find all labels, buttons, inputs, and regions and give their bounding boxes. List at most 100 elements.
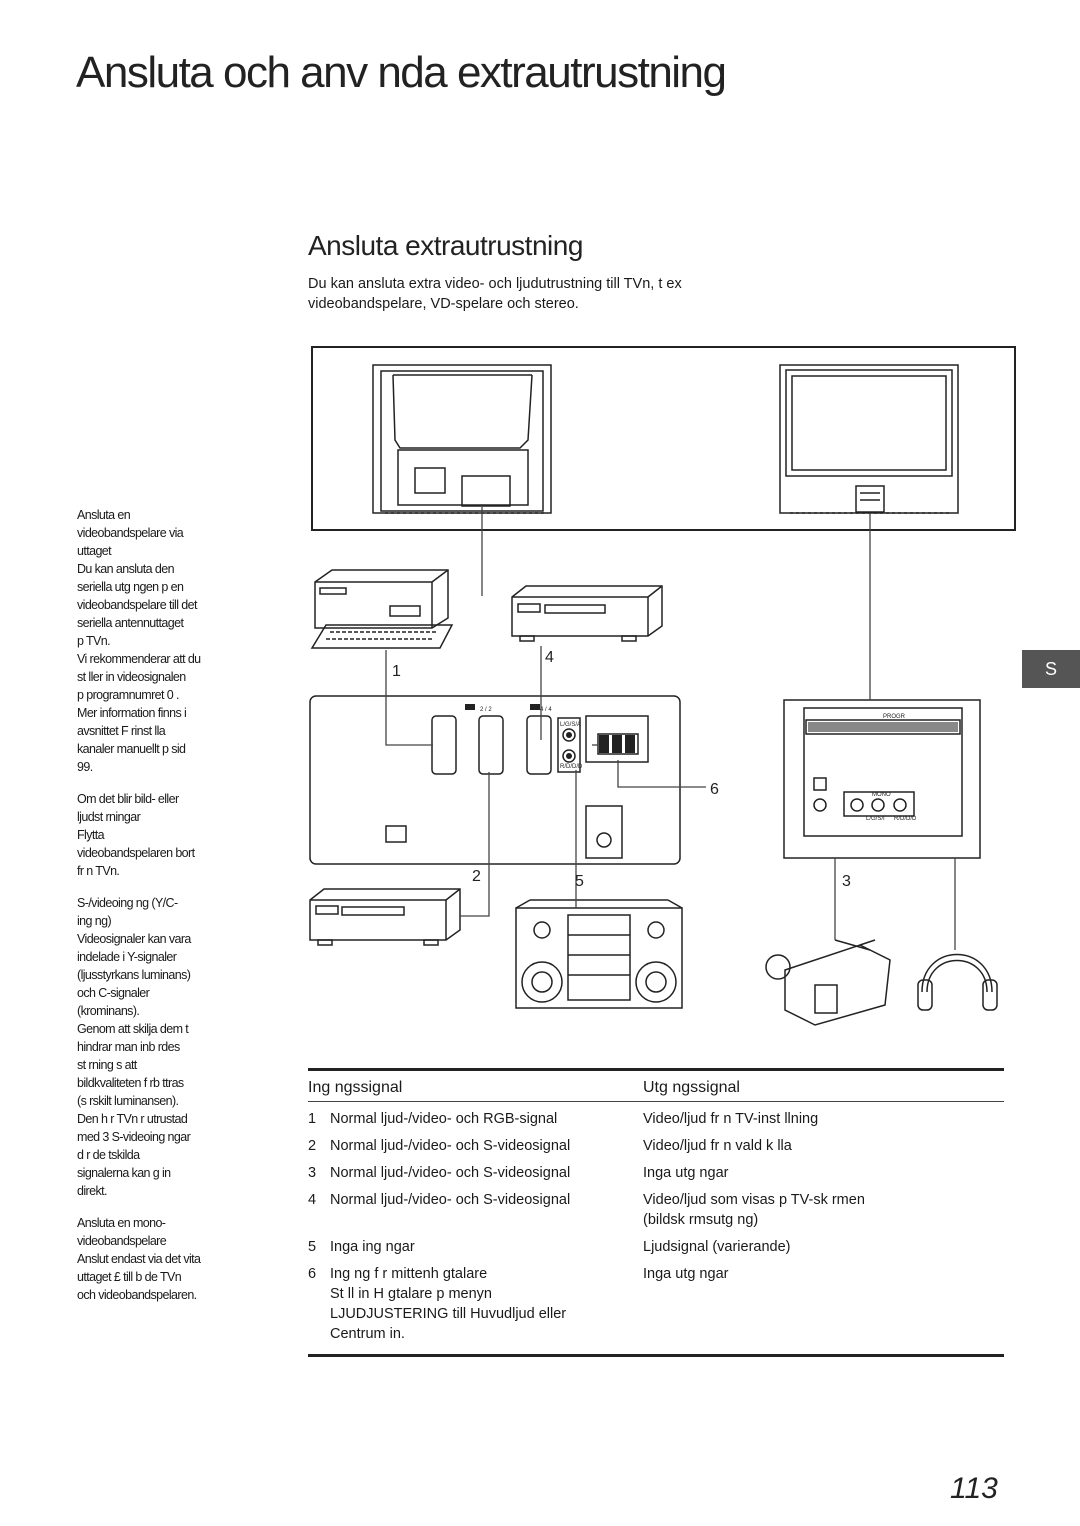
output-signal-cell: Video/ljud fr n vald k lla (643, 1136, 1003, 1156)
page-number: 113 (950, 1472, 998, 1505)
sidebar-notes: Ansluta en videobandspelare via uttaget Du … (77, 506, 227, 1318)
note-line: med 3 S-videoing ngar (77, 1130, 191, 1144)
table-bottom-rule (308, 1354, 1004, 1357)
cell-line: Normal ljud-/video- och S-videosignal (330, 1138, 571, 1154)
note-line: S-/videoing ng (Y/C- (77, 896, 178, 910)
cell-line: Normal ljud-/video- och RGB-signal (330, 1111, 558, 1127)
note-line: Vi rekommenderar att du (77, 652, 201, 666)
note-line: kanaler manuellt p sid (77, 742, 186, 756)
intro-line: videobandspelare, VD-spelare och stereo. (308, 296, 579, 312)
note-line: Den h r TVn r utrustad (77, 1112, 188, 1126)
row-number: 3 (308, 1165, 317, 1181)
note-line: Videosignaler kan vara (77, 932, 191, 946)
table-header: Ing ngssignal Utg ngssignal (308, 1071, 1004, 1101)
note-line: Ansluta en mono- (77, 1216, 166, 1230)
note-vcr-connection: Ansluta en videobandspelare via uttaget Du … (77, 506, 227, 776)
panel-label-av4: 4 / 4 (540, 707, 552, 713)
diagram-numbers: 1 2 3 4 5 6 (392, 649, 851, 890)
row-number: 2 (308, 1138, 317, 1154)
cell-line: LJUDJUSTERING till Huvudljud eller (330, 1306, 567, 1322)
note-line: bildkvaliteten f rb ttras (77, 1076, 184, 1090)
table-row: 2 Normal ljud-/video- och S-videosignal Vi… (308, 1136, 1004, 1156)
note-line: hindrar man inb rdes (77, 1040, 180, 1054)
label-5: 5 (575, 873, 584, 890)
row-number: 4 (308, 1192, 317, 1208)
note-line: och C-signaler (77, 986, 150, 1000)
note-line: Flytta (77, 828, 105, 842)
note-line: signalerna kan g in (77, 1166, 171, 1180)
note-line: st ller in videosignalen (77, 670, 186, 684)
note-line: videobandspelaren bort (77, 846, 195, 860)
intro-line: Du kan ansluta extra video- och ljudutru… (308, 276, 682, 292)
input-signal-cell: Normal ljud-/video- och S-videosignal (330, 1136, 643, 1156)
note-line: direkt. (77, 1184, 107, 1198)
note-line: uttaget £ till b de TVn (77, 1270, 182, 1284)
note-line: Genom att skilja dem t (77, 1022, 189, 1036)
panel-label-right: R/D/D/D (560, 764, 583, 770)
tv-front-illustration (779, 364, 959, 514)
label-2: 2 (472, 868, 481, 885)
note-line: Ansluta en (77, 508, 131, 522)
note-line: seriella utg ngen p en (77, 580, 184, 594)
page-title: Ansluta och anv nda extrautrustning (76, 48, 727, 97)
note-line: indelade i Y-signaler (77, 950, 177, 964)
output-signal-cell: Video/ljud fr n TV-inst llning (643, 1109, 1003, 1129)
cell-line: Normal ljud-/video- och S-videosignal (330, 1165, 571, 1181)
output-signal-cell: Inga utg ngar (643, 1264, 1003, 1344)
panel-label-front-left: L/G/S/I (866, 816, 885, 822)
cell-line: St ll in H gtalare p menyn (330, 1286, 492, 1302)
output-signal-cell: Video/ljud som visas p TV-sk rmen(bildsk… (643, 1190, 1003, 1230)
headphones-illustration (917, 953, 998, 1011)
input-signal-cell: Inga ing ngar (330, 1237, 643, 1257)
note-line: videobandspelare via (77, 526, 184, 540)
row-number: 1 (308, 1111, 317, 1127)
note-line: 99. (77, 760, 93, 774)
output-signal-cell: Inga utg ngar (643, 1163, 1003, 1183)
panel-labels: 2 / 2 4 / 4 L/G/S/A R/D/D/D PROGR MONO L… (480, 707, 917, 822)
note-line: p programnumret 0 . (77, 688, 179, 702)
cell-line: Video/ljud fr n vald k lla (643, 1138, 792, 1154)
note-line: videobandspelare till det (77, 598, 197, 612)
language-tab: S (1022, 650, 1080, 688)
output-signal-cell: Ljudsignal (varierande) (643, 1237, 1003, 1257)
cell-line: Inga utg ngar (643, 1266, 729, 1282)
header-input-signal: Ing ngssignal (308, 1079, 403, 1096)
note-line: uttaget (77, 544, 112, 558)
computer-illustration (310, 569, 454, 649)
panel-label-progr: PROGR (883, 714, 906, 720)
camcorder-illustration (765, 939, 891, 1026)
vcr-illustration-4 (511, 585, 663, 642)
note-line: d r de tskilda (77, 1148, 140, 1162)
tv-rear-illustration (372, 364, 552, 514)
note-line: ljudst rningar (77, 810, 141, 824)
note-line: Du kan ansluta den (77, 562, 175, 576)
cell-line: Inga utg ngar (643, 1165, 729, 1181)
table-row: 3 Normal ljud-/video- och S-videosignal In… (308, 1163, 1004, 1183)
note-line: (ljusstyrkans luminans) (77, 968, 191, 982)
input-signal-cell: Normal ljud-/video- och S-videosignal (330, 1163, 643, 1183)
cell-line: (bildsk rmsutg ng) (643, 1212, 759, 1228)
input-signal-cell: Normal ljud-/video- och RGB-signal (330, 1109, 643, 1129)
note-line: p TVn. (77, 634, 111, 648)
stereo-illustration (515, 899, 683, 1009)
cell-line: Inga ing ngar (330, 1239, 415, 1255)
label-1: 1 (392, 663, 401, 680)
table-top-rule (308, 1068, 1004, 1071)
rear-connection-panel (309, 695, 681, 865)
vcr-illustration-2 (309, 888, 461, 946)
panel-label-front-right: R/D/D/D (894, 816, 917, 822)
table-row: 1 Normal ljud-/video- och RGB-signal Video… (308, 1109, 1004, 1129)
note-line: Mer information finns i (77, 706, 187, 720)
connection-diagram: 1 2 3 4 5 6 2 / 2 4 / 4 L/G/S/A R/D/D/D … (309, 346, 1016, 1026)
input-signal-cell: Normal ljud-/video- och S-videosignal (330, 1190, 643, 1230)
tv-frame (311, 346, 1016, 531)
label-4: 4 (545, 649, 554, 666)
table-header-rule (308, 1101, 1004, 1102)
